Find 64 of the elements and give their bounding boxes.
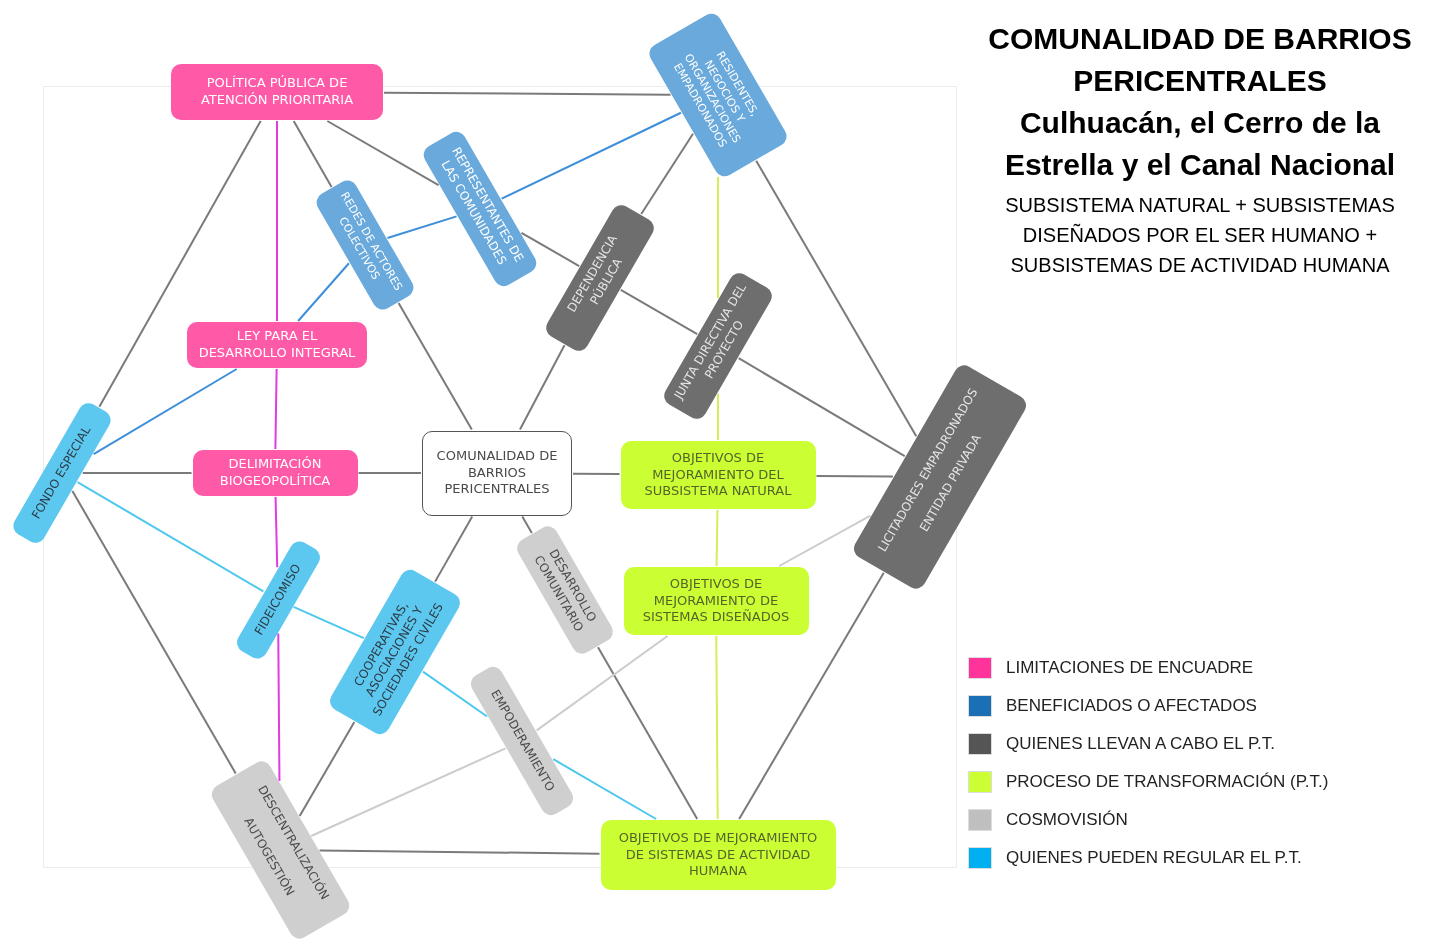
connector-line bbox=[717, 176, 719, 299]
rounded-box bbox=[623, 567, 809, 635]
connector-line bbox=[326, 120, 440, 187]
connector-line bbox=[274, 496, 279, 569]
legend-text: BENEFICIADOS O AFECTADOS bbox=[1006, 696, 1257, 716]
box-label: LEY PARA EL DESARROLLO INTEGRAL bbox=[197, 328, 357, 362]
box-label: OBJETIVOS DE MEJORAMIENTO DEL SUBSISTEMA NATURAL bbox=[643, 449, 793, 501]
description: SUBSISTEMA NATURAL + SUBSISTEMAS DISEÑADOS POR EL SER HUMANO + SUBSISTEMAS DE ACTIVIDAD HUMANA bbox=[1004, 193, 1396, 278]
connector-line bbox=[92, 368, 238, 456]
connector-line bbox=[298, 721, 356, 818]
connector-line bbox=[421, 670, 489, 718]
connector-line bbox=[81, 472, 193, 474]
rounded-box bbox=[192, 450, 358, 496]
connector-line bbox=[76, 481, 265, 593]
connector-line bbox=[715, 635, 719, 820]
connector-line bbox=[640, 132, 694, 216]
connector-line bbox=[535, 635, 669, 732]
legend-text: QUIENES PUEDEN REGULAR EL P.T. bbox=[1006, 848, 1302, 868]
title: COMUNALIDAD DE BARRIOS PERICENTRALES bbox=[987, 21, 1413, 99]
central-box bbox=[422, 430, 572, 516]
connector-line bbox=[297, 262, 350, 322]
connector-line bbox=[521, 515, 533, 534]
box-label: DELIMITACIÓN BIOGEOPOLÍTICA bbox=[218, 456, 332, 490]
connector-line bbox=[552, 758, 658, 820]
connector-line bbox=[715, 509, 719, 567]
connector-line bbox=[292, 605, 365, 640]
connector-line bbox=[71, 490, 237, 775]
connector-line bbox=[383, 91, 672, 96]
rounded-box bbox=[171, 64, 383, 120]
rounded-box bbox=[620, 441, 816, 509]
connector-line bbox=[397, 302, 473, 431]
connector-line bbox=[318, 849, 601, 855]
connector-line bbox=[519, 344, 566, 431]
legend-text: LIMITACIONES DE ENCUADRE bbox=[1006, 658, 1254, 678]
box-label: POLÍTICA PÚBLICA DE ATENCIÓN PRIORITARIA bbox=[199, 75, 355, 109]
connector-line bbox=[292, 120, 333, 188]
connector-line bbox=[274, 368, 278, 450]
connector-line bbox=[755, 159, 918, 438]
rounded-box bbox=[600, 820, 836, 890]
legend-text: COSMOVISIÓN bbox=[1006, 810, 1128, 830]
legend-text: QUIENES LLEVAN A CABO EL P.T. bbox=[1006, 734, 1275, 754]
connector-line bbox=[737, 357, 906, 458]
connector-line bbox=[310, 747, 507, 837]
connector-line bbox=[98, 120, 262, 408]
connector-line bbox=[738, 571, 885, 820]
connector-line bbox=[500, 111, 682, 200]
box-label: OBJETIVOS DE MEJORAMIENTO DE SISTEMAS DISEÑADOS bbox=[641, 575, 791, 627]
connector-line bbox=[386, 215, 458, 239]
connector-line bbox=[357, 472, 422, 474]
box-label: OBJETIVOS DE MEJORAMIENTO DE SISTEMAS DE ACTIVIDAD HUMANA bbox=[617, 829, 819, 881]
connector-line bbox=[619, 289, 699, 335]
box-label: COMUNALIDAD DE BARRIOS PERICENTRALES bbox=[435, 447, 559, 499]
connector-line bbox=[277, 632, 281, 783]
connector-line bbox=[572, 472, 621, 476]
rounded-box bbox=[187, 322, 367, 368]
connector-line bbox=[778, 514, 872, 567]
connector-line bbox=[434, 515, 474, 583]
subtitle: Culhuacán, el Cerro de la Estrella y el Canal Nacional bbox=[1003, 105, 1397, 183]
connector-line bbox=[597, 646, 699, 820]
connector-line bbox=[520, 231, 581, 268]
legend-text: PROCESO DE TRANSFORMACIÓN (P.T.) bbox=[1006, 772, 1329, 792]
connector-line bbox=[276, 120, 278, 322]
connector-line bbox=[717, 393, 719, 441]
connector-line bbox=[815, 474, 894, 478]
